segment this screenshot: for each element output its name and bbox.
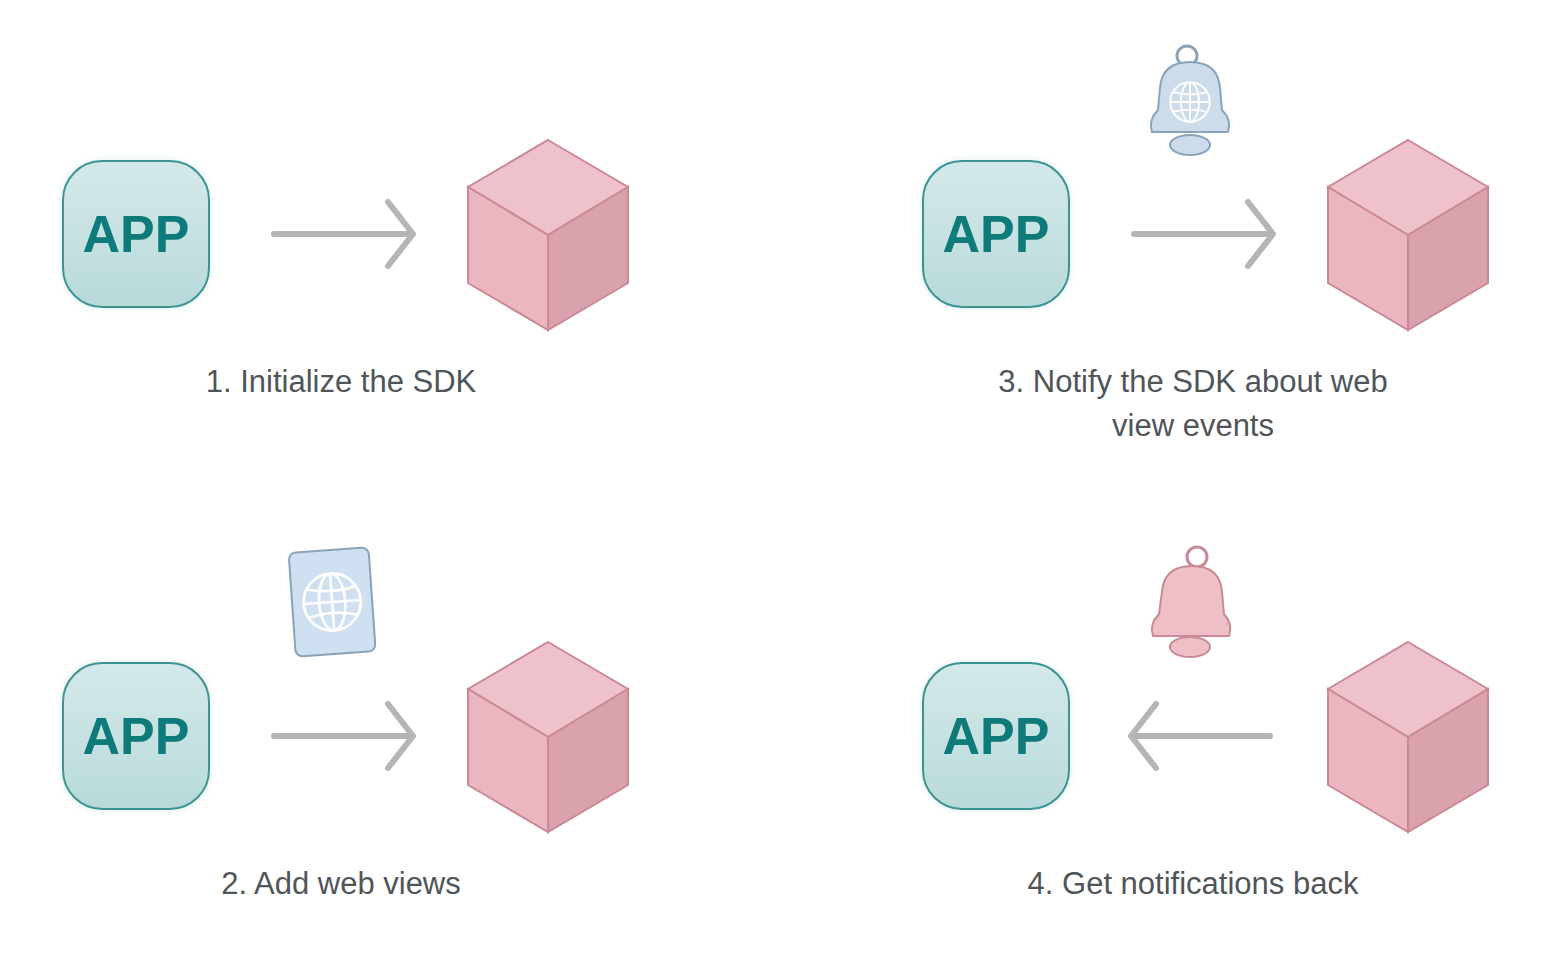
sdk-cube (1328, 642, 1488, 832)
arrow (274, 202, 413, 266)
app-label: APP (943, 710, 1050, 762)
sdk-cube (1328, 140, 1488, 330)
step-caption: 4. Get notifications back (963, 862, 1423, 906)
app-box: APP (62, 662, 210, 810)
step-caption: 1. Initialize the SDK (111, 360, 571, 404)
app-label: APP (83, 710, 190, 762)
app-label: APP (943, 208, 1050, 260)
app-box: APP (922, 160, 1070, 308)
sdk-cube (468, 642, 628, 832)
app-box: APP (922, 662, 1070, 810)
arrow (1131, 704, 1270, 768)
web-bell-icon (1151, 46, 1229, 155)
app-label: APP (83, 208, 190, 260)
sdk-cube (468, 140, 628, 330)
step-caption: 2. Add web views (111, 862, 571, 906)
step-caption: 3. Notify the SDK about web view events (983, 360, 1403, 448)
app-box: APP (62, 160, 210, 308)
web-view-card (289, 547, 376, 656)
arrow (1134, 202, 1273, 266)
notification-bell-icon (1152, 547, 1230, 657)
arrow (274, 704, 413, 768)
